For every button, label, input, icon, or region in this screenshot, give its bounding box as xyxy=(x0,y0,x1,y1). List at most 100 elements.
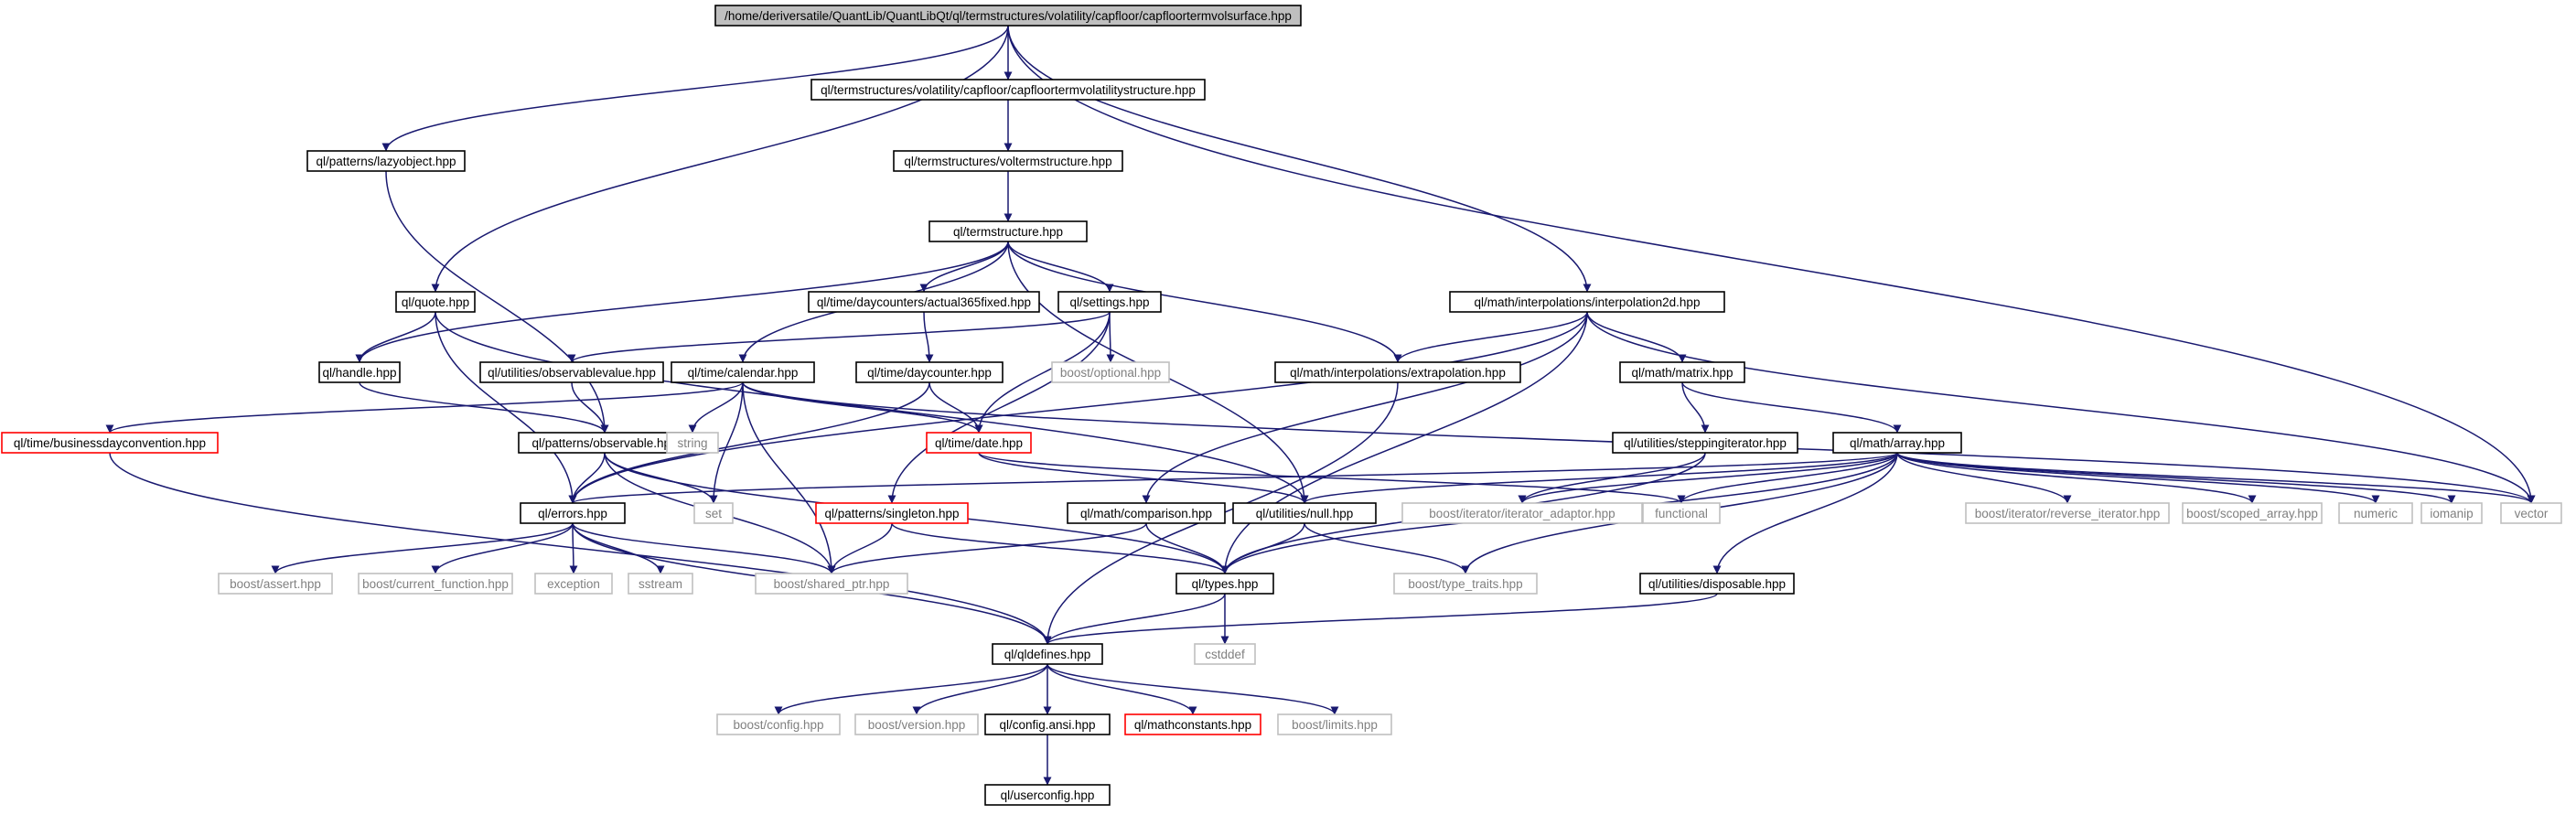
node-typetraits[interactable]: boost/type_traits.hpp xyxy=(1393,573,1538,595)
node-termstr[interactable]: ql/termstructure.hpp xyxy=(928,220,1088,242)
edge-matrix-to-array xyxy=(1681,381,1902,434)
edge-handle-to-observable xyxy=(359,381,609,434)
node-label: boost/version.hpp xyxy=(868,718,966,732)
node-optional[interactable]: boost/optional.hpp xyxy=(1051,361,1170,383)
node-label: boost/optional.hpp xyxy=(1060,366,1161,380)
node-set[interactable]: set xyxy=(693,502,734,524)
edge-calendar-to-string xyxy=(688,381,744,434)
edge-errors-to-sstream xyxy=(572,522,665,574)
edge-comparison-to-sharedptr xyxy=(827,522,1147,574)
node-label: /home/deriversatile/QuantLib/QuantLibQt/… xyxy=(724,9,1292,23)
node-iomanip[interactable]: iomanip xyxy=(2420,502,2483,524)
node-handle[interactable]: ql/handle.hpp xyxy=(318,361,401,383)
node-bcurfunc[interactable]: boost/current_function.hpp xyxy=(358,573,513,595)
edge-termstr-to-handle xyxy=(355,241,1009,363)
node-box xyxy=(1277,713,1392,735)
node-label: ql/utilities/disposable.hpp xyxy=(1648,577,1786,591)
node-date[interactable]: ql/time/date.hpp xyxy=(926,432,1032,454)
edge-interp2d-to-types xyxy=(1220,311,1588,574)
node-interp2d[interactable]: ql/math/interpolations/interpolation2d.h… xyxy=(1449,291,1725,313)
node-bassert[interactable]: boost/assert.hpp xyxy=(218,573,333,595)
node-bversion[interactable]: boost/version.hpp xyxy=(854,713,979,735)
node-label: ql/math/interpolations/extrapolation.hpp xyxy=(1290,366,1506,380)
node-extrap[interactable]: ql/math/interpolations/extrapolation.hpp xyxy=(1274,361,1521,383)
node-label: boost/shared_ptr.hpp xyxy=(774,577,890,591)
node-label: ql/termstructures/voltermstructure.hpp xyxy=(904,155,1111,168)
node-label: ql/patterns/singleton.hpp xyxy=(824,507,959,520)
node-sstream[interactable]: sstream xyxy=(628,573,693,595)
node-box xyxy=(755,573,908,595)
node-array[interactable]: ql/math/array.hpp xyxy=(1832,432,1962,454)
node-sharedptr[interactable]: boost/shared_ptr.hpp xyxy=(755,573,908,595)
node-label: ql/termstructures/volatility/capfloor/ca… xyxy=(821,83,1196,97)
node-box xyxy=(1393,573,1538,595)
node-label: cstddef xyxy=(1205,648,1245,661)
node-obsvalue[interactable]: ql/utilities/observablevalue.hpp xyxy=(479,361,664,383)
node-label: set xyxy=(705,507,722,520)
node-bconfig[interactable]: boost/config.hpp xyxy=(716,713,841,735)
node-comparison[interactable]: ql/math/comparison.hpp xyxy=(1067,502,1226,524)
edge-qldefines-to-blimits xyxy=(1046,663,1339,715)
node-null[interactable]: ql/utilities/null.hpp xyxy=(1232,502,1377,524)
node-string[interactable]: string xyxy=(666,432,719,454)
node-quote[interactable]: ql/quote.hpp xyxy=(395,291,476,313)
node-cftvs[interactable]: ql/termstructures/volatility/capfloor/ca… xyxy=(810,79,1206,101)
node-scopedarray[interactable]: boost/scoped_array.hpp xyxy=(2182,502,2323,524)
node-calendar[interactable]: ql/time/calendar.hpp xyxy=(671,361,815,383)
edge-actual365-to-daycounter xyxy=(923,311,934,363)
node-label: boost/iterator/reverse_iterator.hpp xyxy=(1975,507,2161,520)
node-settings[interactable]: ql/settings.hpp xyxy=(1057,291,1162,313)
node-functional[interactable]: functional xyxy=(1642,502,1721,524)
edge-matrix-to-stepiter xyxy=(1681,381,1710,434)
edge-array-to-null xyxy=(1300,452,1898,504)
node-label: ql/math/array.hpp xyxy=(1850,436,1945,450)
node-userconfig[interactable]: ql/userconfig.hpp xyxy=(984,784,1111,806)
node-qldefines[interactable]: ql/qldefines.hpp xyxy=(992,643,1103,665)
node-actual365[interactable]: ql/time/daycounters/actual365fixed.hpp xyxy=(808,291,1040,313)
node-disposable[interactable]: ql/utilities/disposable.hpp xyxy=(1639,573,1795,595)
node-label: boost/scoped_array.hpp xyxy=(2186,507,2318,520)
node-label: boost/type_traits.hpp xyxy=(1408,577,1522,591)
edge-errors-to-exception xyxy=(569,522,578,574)
edge-interp2d-to-extrap xyxy=(1393,311,1588,363)
node-box xyxy=(358,573,513,595)
node-lazy[interactable]: ql/patterns/lazyobject.hpp xyxy=(306,150,466,172)
node-mathconst[interactable]: ql/mathconstants.hpp xyxy=(1124,713,1261,735)
node-types[interactable]: ql/types.hpp xyxy=(1175,573,1274,595)
edge-date-to-null xyxy=(978,452,1309,504)
node-voltermstr[interactable]: ql/termstructures/voltermstructure.hpp xyxy=(893,150,1123,172)
node-label: ql/mathconstants.hpp xyxy=(1134,718,1251,732)
node-label: ql/math/matrix.hpp xyxy=(1631,366,1733,380)
node-blimits[interactable]: boost/limits.hpp xyxy=(1277,713,1392,735)
node-iteradaptor[interactable]: boost/iterator/iterator_adaptor.hpp xyxy=(1401,502,1643,524)
node-matrix[interactable]: ql/math/matrix.hpp xyxy=(1619,361,1745,383)
node-cstddef[interactable]: cstddef xyxy=(1194,643,1256,665)
node-errors[interactable]: ql/errors.hpp xyxy=(520,502,626,524)
edge-root-to-lazy xyxy=(381,25,1009,152)
node-observable[interactable]: ql/patterns/observable.hpp xyxy=(518,432,692,454)
node-bdc[interactable]: ql/time/businessdayconvention.hpp xyxy=(1,432,219,454)
node-box xyxy=(984,713,1111,735)
node-box xyxy=(1832,432,1962,454)
edge-disposable-to-qldefines xyxy=(1043,593,1718,645)
node-configansi[interactable]: ql/config.ansi.hpp xyxy=(984,713,1111,735)
edge-array-to-disposable xyxy=(1712,452,1898,574)
node-reviter[interactable]: boost/iterator/reverse_iterator.hpp xyxy=(1965,502,2170,524)
node-label: ql/termstructure.hpp xyxy=(953,225,1063,239)
node-daycounter[interactable]: ql/time/daycounter.hpp xyxy=(855,361,1004,383)
dependency-nodes: /home/deriversatile/QuantLib/QuantLibQt/… xyxy=(1,5,2562,806)
node-singleton[interactable]: ql/patterns/singleton.hpp xyxy=(815,502,969,524)
node-label: ql/quote.hpp xyxy=(402,295,469,309)
node-numeric[interactable]: numeric xyxy=(2338,502,2413,524)
edge-settings-to-optional xyxy=(1106,311,1115,363)
node-stepiter[interactable]: ql/utilities/steppingiterator.hpp xyxy=(1612,432,1798,454)
node-root[interactable]: /home/deriversatile/QuantLib/QuantLibQt/… xyxy=(714,5,1302,27)
node-exception[interactable]: exception xyxy=(534,573,613,595)
node-vector[interactable]: vector xyxy=(2500,502,2562,524)
node-box xyxy=(666,432,719,454)
node-label: boost/current_function.hpp xyxy=(362,577,509,591)
edge-null-to-typetraits xyxy=(1304,522,1470,574)
node-box xyxy=(854,713,979,735)
edge-bdc-to-qldefines xyxy=(109,452,1052,645)
edge-termstr-to-actual365 xyxy=(919,241,1009,293)
